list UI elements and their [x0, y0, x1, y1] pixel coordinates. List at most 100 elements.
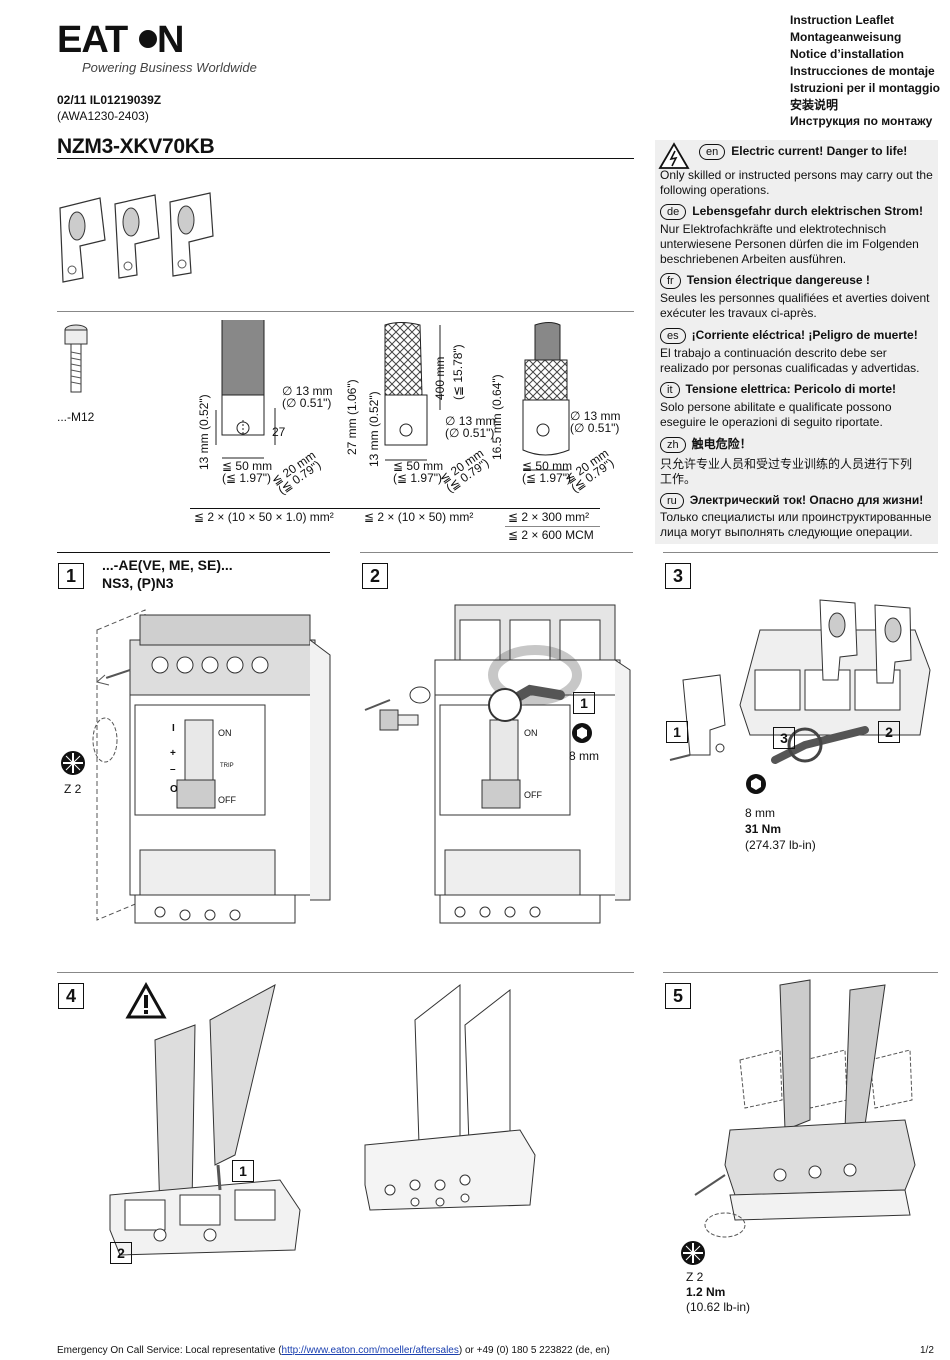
warning-body-en: Only skilled or instructed persons may c…	[660, 168, 933, 197]
hex-key-icon	[572, 723, 592, 743]
step-2-number: 2	[362, 563, 388, 589]
dim-27: 27	[272, 425, 286, 439]
breaker-i-label: I	[172, 723, 175, 734]
dim-width-50-inch: (≦ 1.97")	[222, 471, 271, 485]
braided-conductor-dimension-drawing	[384, 322, 441, 461]
footer-suffix: ) or +49 (0) 180 5 223822 (de, en)	[458, 1345, 610, 1356]
warning-title-de: Lebensgefahr durch elektrischen Strom!	[692, 204, 923, 218]
footer-emergency-service: Emergency On Call Service: Local represe…	[57, 1345, 610, 1356]
high-voltage-warning-icon	[658, 142, 690, 169]
step-1-series: NS3, (P)N3	[102, 575, 174, 591]
warning-title-zh: 触电危险！	[691, 437, 752, 451]
cross-section-cable-mm2: ≦ 2 × 300 mm²	[508, 510, 590, 524]
svg-text:N: N	[157, 19, 184, 61]
step-3-callout-3: 3	[773, 727, 795, 749]
aftersales-link[interactable]: http://www.eaton.com/moeller/aftersales	[281, 1345, 459, 1356]
breaker-off-label: OFF	[218, 795, 236, 805]
step-1-variant: ...-AE(VE, ME, SE)...	[102, 557, 233, 573]
step-5-tool-label: Z 2	[686, 1270, 704, 1284]
step-3-callout-2: 2	[878, 721, 900, 743]
leaflet-titles: Instruction Leaflet Montageanweisung Not…	[790, 12, 940, 130]
hole-diameter: ∅ 13 mm	[282, 384, 333, 398]
step-3-torque-imperial: (274.37 lb-in)	[745, 838, 816, 852]
footer-prefix: Emergency On Call Service: Local represe…	[57, 1345, 282, 1356]
tagline: Powering Business Worldwide	[82, 60, 257, 75]
lang-badge-it: it	[660, 382, 680, 398]
cross-section-busbar: ≦ 2 × (10 × 50 × 1.0) mm²	[194, 510, 334, 524]
breaker-trip-label: TRIP	[220, 763, 234, 769]
step-2-breaker-illustration	[364, 604, 631, 924]
dim-width-50-inch-2: (≦ 1.97")	[393, 471, 442, 485]
cross-section-braided: ≦ 2 × (10 × 50) mm²	[364, 510, 474, 524]
dim-height-400-inch: (≦ 15.78")	[451, 344, 465, 400]
lang-badge-ru: ru	[660, 493, 684, 509]
breaker-on-label: ON	[218, 728, 232, 738]
screw-label: ...-M12	[57, 410, 95, 424]
step-5-cover-assembly-illustration	[694, 979, 916, 1238]
step-2-tool-label: 8 mm	[569, 749, 599, 763]
leaflet-title: Инструкция по монтажу	[790, 114, 933, 129]
leaflet-title: Montageanweisung	[790, 29, 902, 44]
leaflet-title: 安装说明	[790, 97, 839, 112]
dim-width-50-3: ≦ 50 mm	[522, 459, 573, 473]
warning-title-it: Tensione elettrica: Pericolo di morte!	[685, 382, 897, 396]
step-5-torque: 1.2 Nm	[686, 1285, 726, 1299]
step-4-callout-2: 2	[110, 1242, 132, 1264]
document-number: 02/11 IL01219039Z	[57, 93, 162, 107]
breaker-plus-label: +	[170, 748, 176, 759]
step-4-callout-1: 1	[232, 1160, 254, 1182]
terminal-lugs-illustration	[59, 192, 214, 283]
step-3-torque: 31 Nm	[745, 822, 782, 836]
leaflet-title: Istruzioni per il montaggio	[790, 80, 940, 95]
leaflet-title: Instruction Leaflet	[790, 13, 895, 27]
breaker-off-label-2: OFF	[524, 790, 542, 800]
busbar-dimension-drawing	[215, 320, 276, 459]
page-number: 1/2	[920, 1345, 934, 1356]
step-3-tool-label: 8 mm	[745, 806, 775, 820]
warning-body-fr: Seules les personnes qualifiées et avert…	[660, 291, 930, 320]
lang-badge-zh: zh	[660, 437, 686, 453]
step-4-number: 4	[58, 983, 84, 1009]
step-5-number: 5	[665, 983, 691, 1009]
step-3-callout-1: 1	[666, 721, 688, 743]
dim-width-50: ≦ 50 mm	[222, 459, 273, 473]
caution-warning-icon	[125, 981, 167, 1019]
step-4-barriers-installed-illustration	[364, 983, 536, 1211]
dim-height-400: 400 mm	[433, 356, 447, 400]
warning-box: en Electric current! Danger to life! Only…	[655, 140, 938, 544]
document-subnumber: (AWA1230-2403)	[57, 109, 149, 123]
step-5-torque-imperial: (10.62 lb-in)	[686, 1300, 751, 1314]
warning-body-de: Nur Elektrofachkräfte und elektrotechnis…	[660, 222, 919, 266]
warning-body-ru: Только специалисты или проинструктирован…	[660, 510, 932, 539]
warning-title-ru: Электрический ток! Опасно для жизни!	[689, 493, 924, 507]
step-4-phase-barriers-illustration	[109, 984, 301, 1256]
dim-height-13: 13 mm (0.52")	[197, 394, 211, 470]
product-title: NZM3-XKV70KB	[57, 135, 215, 158]
lang-badge-fr: fr	[660, 273, 681, 289]
cross-section-cable-mcm: ≦ 2 × 600 MCM	[508, 528, 594, 542]
step-2-callout-1: 1	[573, 692, 595, 714]
svg-text:EAT: EAT	[57, 19, 128, 61]
breaker-on-label-2: ON	[524, 728, 538, 738]
hole-diameter-inch: (∅ 0.51")	[282, 396, 332, 410]
step-1-number: 1	[58, 563, 84, 589]
lang-badge-en: en	[699, 144, 726, 160]
hole-diameter-2: ∅ 13 mm	[445, 414, 496, 428]
step-1-breaker-illustration	[92, 609, 331, 924]
pozidriv-z2-icon-5	[681, 1241, 705, 1265]
step-3-number: 3	[665, 563, 691, 589]
step-3-assembly-illustration	[669, 599, 931, 764]
warning-body-zh: 只允许专业人员和受过专业训练的人员进行下列工作。	[660, 457, 913, 486]
leaflet-title: Notice d’installation	[790, 46, 905, 61]
warning-title-en: Electric current! Danger to life!	[731, 144, 908, 158]
dim-height-16-5: 16.5 mm (0.64")	[490, 374, 504, 460]
lang-badge-es: es	[660, 328, 686, 344]
lang-badge-de: de	[660, 204, 687, 220]
pozidriv-z2-icon	[61, 751, 85, 775]
dim-height-27: 27 mm (1.06")	[345, 379, 359, 455]
cable-lug-dimension-drawing	[522, 322, 570, 471]
dim-width-50-inch-3: (≦ 1.97")	[522, 471, 571, 485]
hole-diameter-inch-3: (∅ 0.51")	[570, 421, 620, 435]
dim-height-13-2: 13 mm (0.52")	[367, 391, 381, 467]
breaker-o-label: O	[170, 784, 178, 795]
